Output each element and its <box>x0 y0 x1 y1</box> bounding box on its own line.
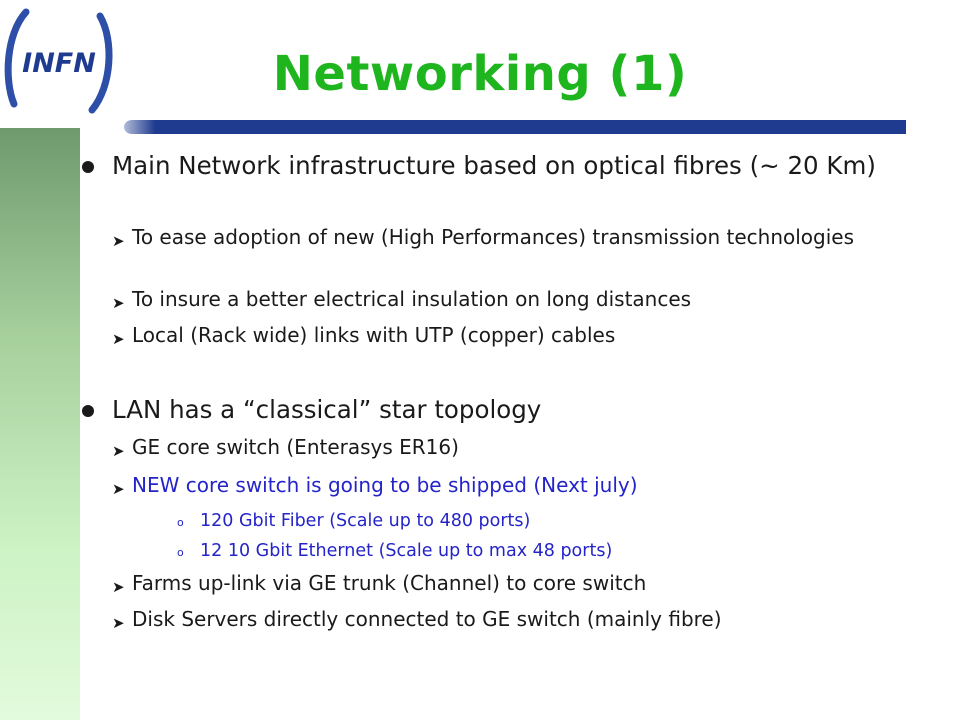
sub-sub-bullet-ethernet-ports: o 12 10 Gbit Ethernet (Scale up to max 4… <box>177 538 900 564</box>
arrow-bullet-icon: ➤ <box>112 442 125 460</box>
sub-bullet-ease-adoption: ➤ To ease adoption of new (High Performa… <box>112 224 892 251</box>
sub-sub-bullet-fiber-ports: o 120 Gbit Fiber (Scale up to 480 ports) <box>177 508 900 534</box>
sub-bullet-new-core-switch: ➤ NEW core switch is going to be shipped… <box>112 472 892 499</box>
arrow-bullet-icon: ➤ <box>112 614 125 632</box>
slide-title: Networking (1) <box>272 46 688 102</box>
arrow-bullet-icon: ➤ <box>112 330 125 348</box>
bullet-network-infrastructure: Main Network infrastructure based on opt… <box>82 150 902 182</box>
sub-bullet-disk-servers: ➤ Disk Servers directly connected to GE … <box>112 606 892 633</box>
sub-bullet-utp-links: ➤ Local (Rack wide) links with UTP (copp… <box>112 322 892 349</box>
sub-bullet-text: NEW core switch is going to be shipped (… <box>132 473 638 497</box>
sub-bullet-farms-uplink: ➤ Farms up-link via GE trunk (Channel) t… <box>112 570 892 597</box>
logo-text: INFN <box>22 48 96 79</box>
bullet-lan-topology: LAN has a “classical” star topology <box>82 394 902 426</box>
bullet-text: Main Network infrastructure based on opt… <box>112 151 876 180</box>
sub-bullet-text: Farms up-link via GE trunk (Channel) to … <box>132 571 647 595</box>
sub-bullet-text: GE core switch (Enterasys ER16) <box>132 435 459 459</box>
bullet-dot-icon <box>82 161 94 173</box>
sub-sub-bullet-text: 12 10 Gbit Ethernet (Scale up to max 48 … <box>200 541 613 561</box>
sub-bullet-ge-core-switch: ➤ GE core switch (Enterasys ER16) <box>112 434 892 461</box>
infn-logo-graphic: INFN <box>4 8 113 114</box>
logo-right-swoosh <box>88 12 113 114</box>
infn-logo: INFN <box>0 0 118 124</box>
logo-left-swoosh <box>4 8 30 108</box>
sub-bullet-text: To ease adoption of new (High Performanc… <box>132 225 855 249</box>
title-underline <box>124 120 906 134</box>
arrow-bullet-icon: ➤ <box>112 294 125 312</box>
arrow-bullet-icon: ➤ <box>112 578 125 596</box>
sub-bullet-text: Disk Servers directly connected to GE sw… <box>132 607 722 631</box>
sub-sub-bullet-text: 120 Gbit Fiber (Scale up to 480 ports) <box>200 511 531 531</box>
sidebar-gradient-bar <box>0 128 80 720</box>
sub-bullet-text: Local (Rack wide) links with UTP (copper… <box>132 323 616 347</box>
sub-bullet-electrical-insulation: ➤ To insure a better electrical insulati… <box>112 286 892 313</box>
circle-bullet-icon: o <box>177 516 184 529</box>
bullet-dot-icon <box>82 405 94 417</box>
arrow-bullet-icon: ➤ <box>112 232 125 250</box>
circle-bullet-icon: o <box>177 546 184 559</box>
arrow-bullet-icon: ➤ <box>112 480 125 498</box>
bullet-text: LAN has a “classical” star topology <box>112 395 542 424</box>
sub-bullet-text: To insure a better electrical insulation… <box>132 287 692 311</box>
